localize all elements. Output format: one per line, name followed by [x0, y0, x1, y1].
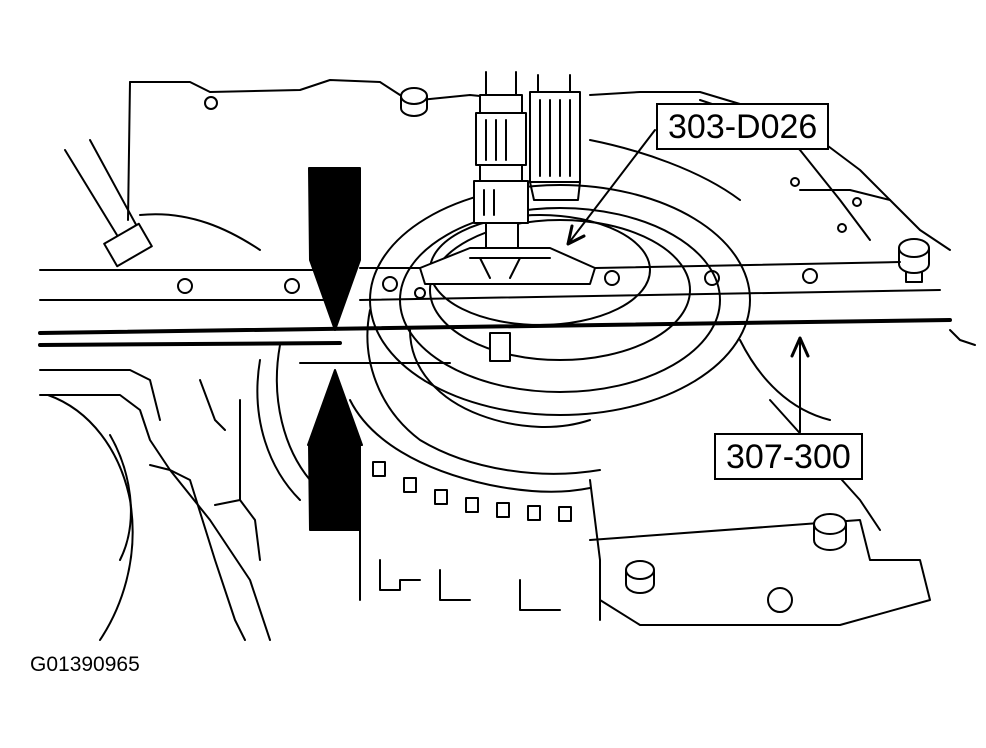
- straight-edge-bar: [38, 261, 952, 362]
- depth-gauge-tool: [419, 71, 596, 285]
- figure-id: G01390965: [30, 653, 140, 676]
- bolt-right: [898, 238, 930, 283]
- arrow-up-icon: [307, 369, 363, 531]
- left-tube: [64, 139, 261, 268]
- bolt-lower-center: [625, 560, 655, 594]
- drum-teeth: [372, 461, 572, 611]
- bolt-lower-right: [813, 513, 847, 551]
- right-flange-plate: [589, 339, 931, 626]
- measurement-arrows: [299, 167, 451, 531]
- leader-lines: [566, 129, 810, 433]
- leader-303: [567, 129, 656, 245]
- arrow-down-icon: [308, 167, 361, 331]
- callout-303-d026: 303-D026: [656, 103, 830, 150]
- bolt-top-center: [400, 87, 428, 117]
- callout-307-300: 307-300: [714, 433, 863, 480]
